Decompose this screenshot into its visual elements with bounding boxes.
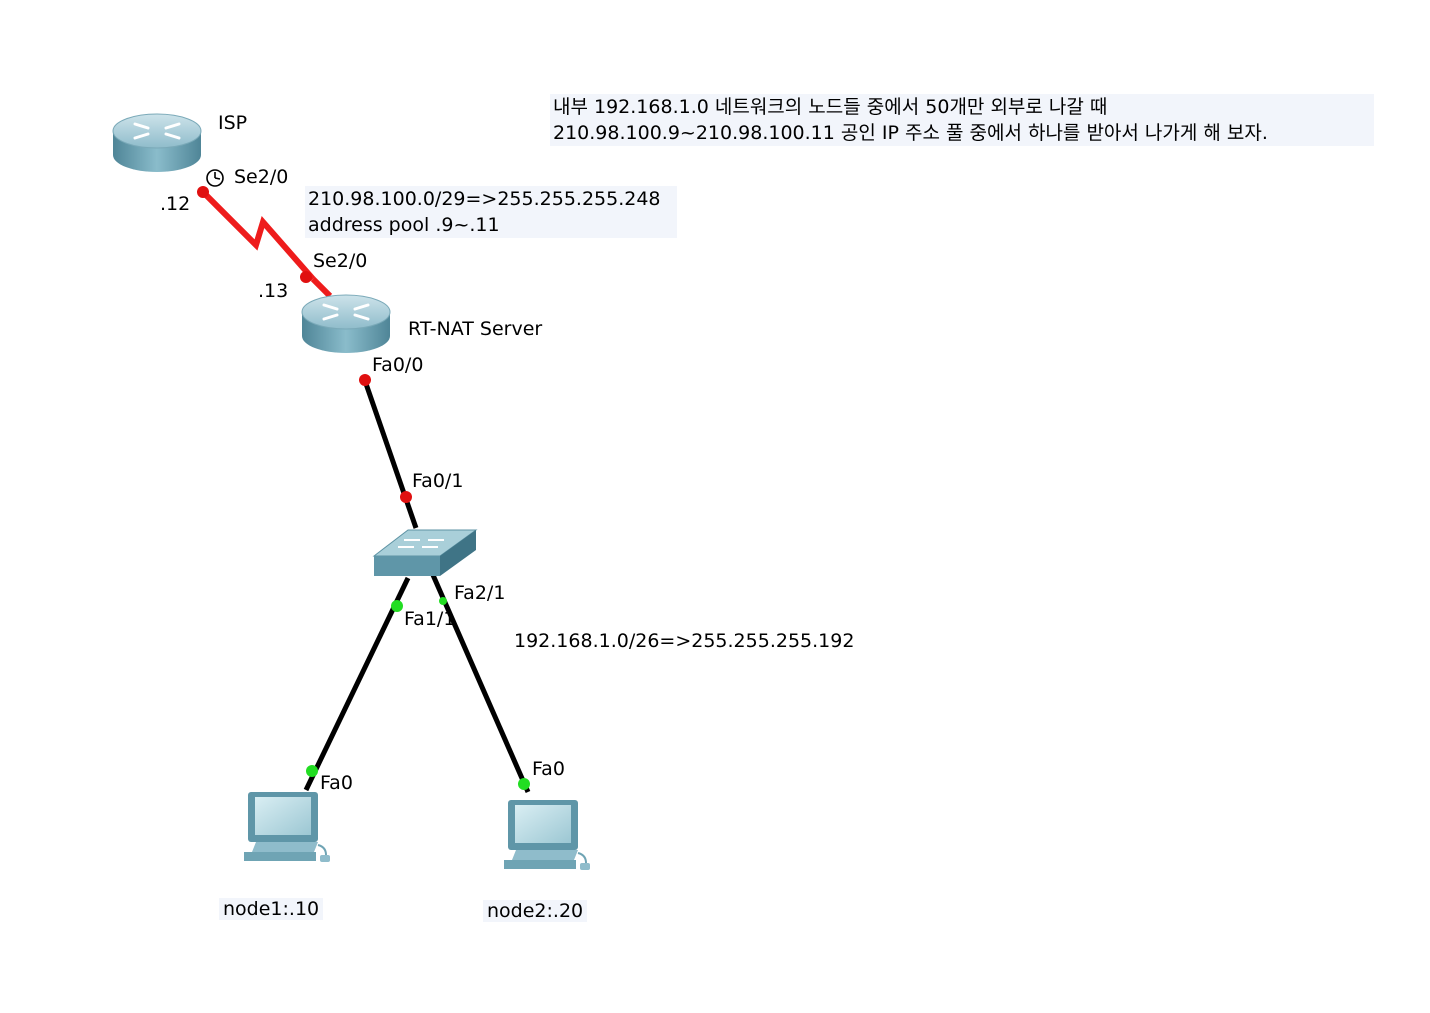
isp-label: ISP <box>218 112 248 134</box>
pc-node1-icon[interactable] <box>244 792 330 862</box>
nat-fa-port-label: Fa0/0 <box>372 354 424 376</box>
rt-nat-label: RT-NAT Server <box>408 318 543 340</box>
port-node2-fa-dot <box>518 778 530 790</box>
isp-router-icon[interactable] <box>112 113 202 172</box>
isp-ip-label: .12 <box>160 193 191 215</box>
top-note-line2: 210.98.100.9~210.98.100.11 공인 IP 주소 풀 중에… <box>553 122 1268 144</box>
sw-fa01-port-label: Fa0/1 <box>412 470 464 492</box>
wan-note: 210.98.100.0/29=>255.255.255.248 address… <box>305 186 677 238</box>
node1-label: node1:.10 <box>219 898 324 920</box>
port-sw-fa21-dot <box>439 597 447 605</box>
port-isp-se-dot <box>197 186 209 198</box>
wan-note-line2: address pool .9~.11 <box>308 214 500 236</box>
lan-note: 192.168.1.0/26=>255.255.255.192 <box>514 630 855 652</box>
sw-fa21-port-label: Fa2/1 <box>454 582 506 604</box>
port-nat-se-dot <box>300 271 312 283</box>
clock-icon <box>206 169 224 187</box>
port-sw-fa11-dot <box>391 600 403 612</box>
port-sw-fa01-dot <box>400 491 412 503</box>
wan-note-line1: 210.98.100.0/29=>255.255.255.248 <box>308 188 661 210</box>
rt-nat-router-icon[interactable] <box>301 294 391 353</box>
port-nat-fa-dot <box>359 374 371 386</box>
node2-label: node2:.20 <box>483 900 588 922</box>
top-note-line1: 내부 192.168.1.0 네트워크의 노드들 중에서 50개만 외부로 나갈… <box>553 96 1108 118</box>
nat-se-port-label: Se2/0 <box>313 250 368 272</box>
node1-fa-port-label: Fa0 <box>320 772 353 794</box>
link-serial-isp-nat[interactable] <box>200 189 333 299</box>
isp-se-port-label: Se2/0 <box>234 166 289 188</box>
switch-icon[interactable] <box>372 529 478 576</box>
link-switch-node2[interactable] <box>430 573 531 794</box>
link-nat-switch[interactable] <box>361 377 419 529</box>
top-note: 내부 192.168.1.0 네트워크의 노드들 중에서 50개만 외부로 나갈… <box>550 94 1374 146</box>
port-node1-fa-dot <box>306 765 318 777</box>
pc-node2-icon[interactable] <box>504 800 590 870</box>
link-switch-node1[interactable] <box>303 576 411 792</box>
sw-fa11-port-label: Fa1/1 <box>404 608 456 630</box>
node2-fa-port-label: Fa0 <box>532 758 565 780</box>
nat-ip-label: .13 <box>258 280 289 302</box>
